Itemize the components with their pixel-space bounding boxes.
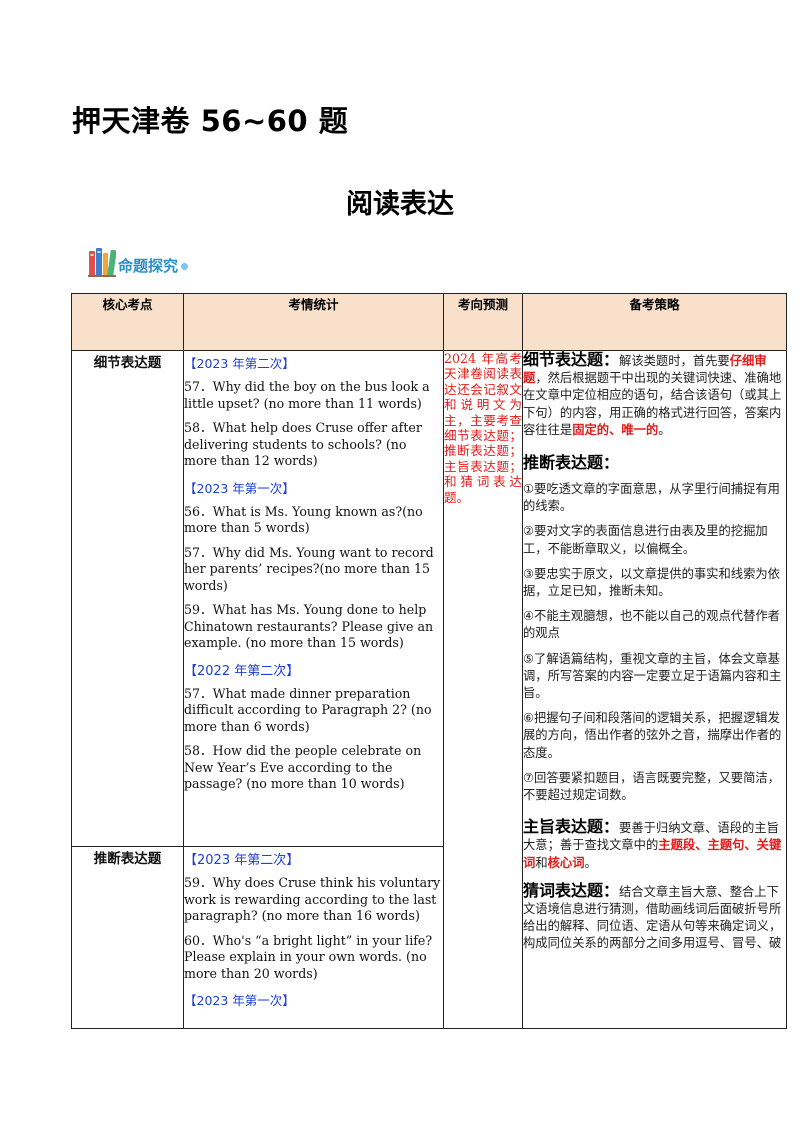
year-label: 【2023 年第一次】 [184, 480, 295, 496]
question-item: 58．What help does Cruse offer after deli… [184, 420, 422, 468]
badge-dot [181, 263, 189, 270]
strategy-main-idea: 主旨表达题：要善于归纳文章、语段的主旨大意；善于查找文章中的主题段、主题句、关键… [523, 817, 782, 870]
section-title: 阅读表达 [346, 189, 454, 220]
question-item: 57．What made dinner preparation difficul… [184, 685, 432, 734]
page-title: 押天津卷 56~60 题 [72, 104, 349, 138]
question-item: 60．Who's “a bright light” in your life? … [184, 932, 433, 981]
highlight-text: 固定的、唯一的 [572, 422, 659, 437]
year-label: 【2022 年第二次】 [184, 663, 300, 679]
highlight-text: 仔细审题 [523, 354, 767, 386]
question-item: 57．Why did the boy on the bus look a lit… [184, 379, 430, 411]
column-header-key-point: 核心考点 [71, 293, 184, 351]
strategy-detail: 细节表达题：解该类题时，首先要仔细审题，然后根据题干中出现的关键词快速、准确地在… [523, 350, 782, 437]
strategy-point: ②要对文字的表面信息进行由表及里的挖掘加工，不能断章取义，以偏概全。 [523, 524, 768, 556]
strategy-inference-title: 推断表达题： [523, 453, 620, 473]
statistics-cell: 【2023 年第二次】 57．Why did the boy on the bu… [183, 350, 444, 847]
question-item: 57．Why did Ms. Young want to record her … [184, 544, 434, 593]
question-item: 56．What is Ms. Young known as?(no more t… [184, 503, 423, 536]
strategy-cell: 细节表达题：解该类题时，首先要仔细审题，然后根据题干中出现的关键词快速、准确地在… [522, 350, 787, 1029]
strategy-inference: 推断表达题： ①要吃透文章的字面意思，从字里行间捕捉有用的线索。 ②要对文字的表… [523, 449, 786, 804]
highlight-text: 主题段、主题句、关键词 [523, 838, 782, 870]
forecast-cell: 2024 年高考天津卷阅读表达还会记叙文和说明文为主，主要考查细节表达题；推断表… [443, 350, 523, 1029]
column-header-forecast: 考向预测 [443, 293, 523, 351]
table-row: 推断表达题 【2023 年第二次】 59．Why does Cruse thin… [71, 846, 787, 1029]
question-item: 59．Why does Cruse think his voluntary wo… [184, 875, 441, 923]
table-header-row: 核心考点 考情统计 考向预测 备考策略 [71, 293, 787, 351]
forecast-text: 2024 年高考天津卷阅读表达还会记叙文和说明文为主，主要考查细节表达题；推断表… [444, 351, 522, 505]
strategy-point: ①要吃透文章的字面意思，从字里行间捕捉有用的线索。 [523, 482, 780, 514]
strategy-guess-title: 猜词表达题： [523, 880, 620, 900]
statistics-cell: 【2023 年第二次】 59．Why does Cruse think his … [183, 846, 444, 1029]
exam-analysis-table: 核心考点 考情统计 考向预测 备考策略 细节表达题 【2023 年第二次】 57… [71, 293, 787, 1029]
badge-label: 命题探究 [118, 257, 179, 275]
key-point-cell: 推断表达题 [71, 846, 184, 1029]
strategy-point: ⑥把握句子间和段落间的逻辑关系，把握逻辑发展的方向，悟出作者的弦外之音，揣摩出作… [523, 711, 782, 760]
year-label: 【2023 年第二次】 [184, 356, 295, 371]
books-icon [88, 248, 116, 277]
year-label: 【2023 年第一次】 [184, 993, 295, 1008]
strategy-point: ④不能主观臆想，也不能以自己的观点代替作者的观点 [523, 609, 780, 641]
strategy-point: ③要忠实于原文，以文章提供的事实和线索为依据，立足已知，推断未知。 [523, 566, 780, 599]
highlight-text: 核心词 [547, 855, 585, 870]
strategy-main-idea-title: 主旨表达题： [523, 817, 620, 837]
column-header-strategy: 备考策略 [522, 293, 787, 351]
topic-badge: 命题探究 [88, 247, 189, 277]
key-point-cell: 细节表达题 [71, 350, 184, 847]
table-row: 细节表达题 【2023 年第二次】 57．Why did the boy on … [71, 350, 787, 1029]
strategy-detail-title: 细节表达题： [523, 350, 620, 369]
question-item: 59．What has Ms. Young done to help China… [184, 602, 434, 650]
strategy-point: ⑤了解语篇结构，重视文章的主旨，体会文章基调，所写答案的内容一定要立足于语篇内容… [523, 651, 782, 701]
strategy-point: ⑦回答要紧扣题目，语言既要完整，又要简洁，不要超过规定词数。 [523, 770, 780, 803]
question-item: 58．How did the people celebrate on New Y… [184, 743, 422, 791]
strategy-guess: 猜词表达题：结合文章主旨大意、整合上下文语境信息进行猜测，借助画线词后面破折号所… [523, 880, 782, 951]
column-header-statistics: 考情统计 [183, 293, 444, 351]
year-label: 【2023 年第二次】 [184, 853, 300, 868]
